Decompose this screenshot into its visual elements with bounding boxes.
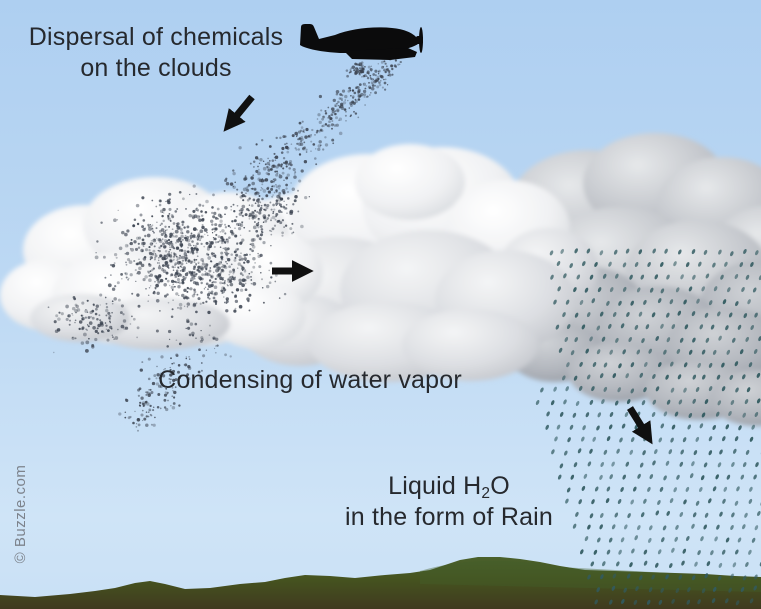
arrow-down-right-icon [627, 406, 653, 445]
label-dispersal-line1: Dispersal of chemicals [28, 23, 284, 51]
label-dispersal: Dispersal of chemicals on the clouds [28, 22, 284, 83]
ground-hills [0, 557, 761, 609]
seeded-cloud [0, 177, 323, 350]
chemical-speckles [47, 53, 402, 432]
label-liquid-line1: Liquid H2O [388, 472, 510, 503]
watermark-buzzle: © Buzzle.com [12, 464, 29, 564]
label-dispersal-line2: on the clouds [80, 53, 232, 82]
label-liquid-h2o: Liquid H2O in the form of Rain [335, 471, 563, 532]
label-condensing: Condensing of water vapor [158, 366, 462, 394]
arrow-down-left-icon [223, 94, 255, 132]
airplane-icon [300, 24, 423, 60]
rain-pattern [535, 248, 761, 606]
h2o-subscript: 2 [481, 485, 491, 503]
label-liquid-line2: in the form of Rain [344, 502, 554, 531]
